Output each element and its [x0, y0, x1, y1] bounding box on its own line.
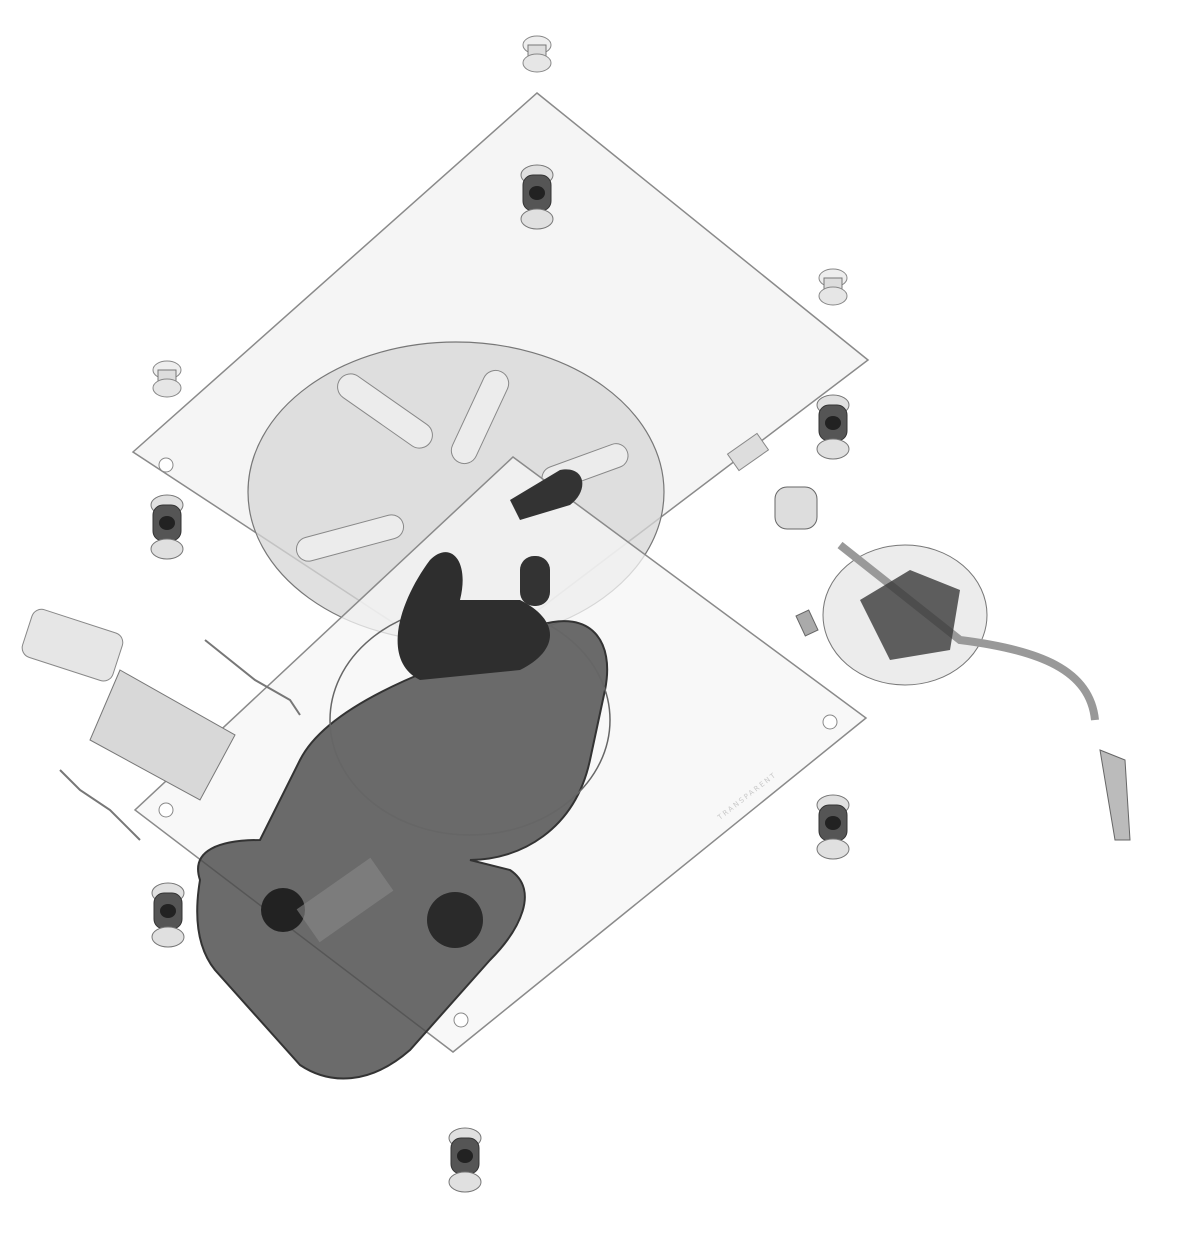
tonearm-tube	[837, 541, 1099, 721]
foot-plate-top	[520, 164, 554, 230]
top-plate-badge	[726, 432, 770, 472]
tonearm-rest-cutout	[510, 469, 583, 520]
plate-hole	[158, 457, 174, 473]
motor-pulley	[261, 888, 305, 932]
counterweight	[774, 486, 818, 530]
foot-top-left	[152, 360, 182, 398]
plate-hole	[158, 802, 174, 818]
tonearm-mechanism	[860, 570, 960, 660]
motor	[427, 892, 483, 948]
circuit-board	[296, 857, 394, 943]
ground-cable	[59, 769, 141, 841]
cover-clip	[21, 608, 124, 682]
plate-hole	[453, 1012, 469, 1028]
cartridge-bracket	[89, 669, 236, 801]
spindle-post	[520, 556, 550, 606]
tonearm-assembly	[774, 486, 1131, 841]
foot-top	[522, 35, 552, 73]
foot-plate-left	[150, 494, 184, 560]
headshell	[1099, 749, 1131, 841]
motor-bracket	[397, 552, 550, 680]
foot-top-right	[818, 268, 848, 306]
foot-bottom-right	[816, 794, 850, 860]
rca-cable	[204, 639, 301, 716]
chassis-body	[196, 620, 609, 1080]
foot-bottom	[448, 1127, 482, 1193]
foot-bottom-left	[151, 882, 185, 948]
plate-hole	[822, 714, 838, 730]
screw-pin	[795, 609, 819, 637]
platter-slots	[295, 369, 629, 562]
foot-plate-right	[816, 394, 850, 460]
